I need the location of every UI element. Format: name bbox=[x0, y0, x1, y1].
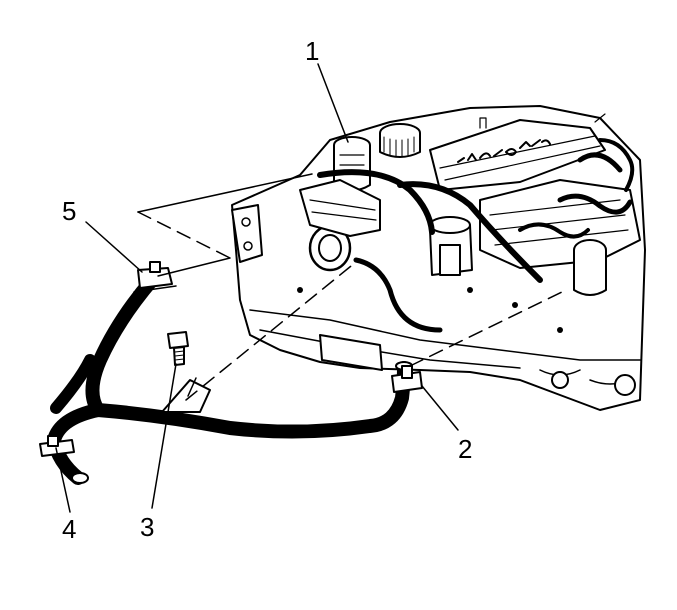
leader-lines bbox=[55, 63, 567, 513]
callout-3: 3 bbox=[140, 512, 154, 542]
bolt bbox=[167, 331, 189, 366]
engine-cover-lettering bbox=[457, 139, 551, 163]
callout-labels: 1 2 3 4 5 bbox=[62, 36, 472, 544]
callout-2: 2 bbox=[458, 434, 472, 464]
callout-5: 5 bbox=[62, 196, 76, 226]
engine-assembly bbox=[231, 105, 646, 411]
callout-1: 1 bbox=[305, 36, 319, 66]
hose-clamp-lower bbox=[39, 435, 75, 457]
hose-clamp-upper bbox=[133, 261, 177, 293]
hose-clamp-right bbox=[391, 365, 423, 393]
callout-4: 4 bbox=[62, 514, 76, 544]
